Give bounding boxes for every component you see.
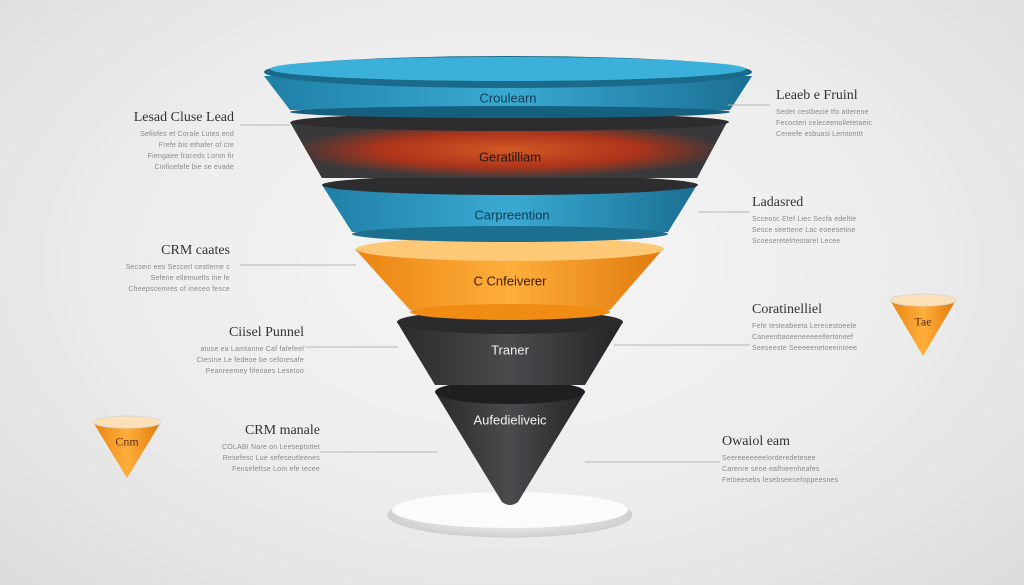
callout-right-2: Ladasred Scceosc Etef Liec Secfa edeltle… [752,195,922,247]
callout-line: Sefene ellemuelts ine fe [150,275,230,282]
funnel-segment-2-shape [290,113,729,178]
callout-line: Sedet cestbecie tfo atterene [776,109,869,116]
callout-line: Fiengaee fraceds Lonm fir [147,153,234,160]
callout-line: Fensefeftse Lom efe tecee [232,466,320,473]
callout-title: CRM caates [161,243,230,258]
funnel-segment-1-shape [264,56,752,118]
callout-right-1: Leaeb e Fruinl Sedet cestbecie tfo atter… [776,88,946,140]
callout-line: Ctesine Le fedeoe be ceforesafe [196,357,304,364]
callout-right-3: Coratinelliel Fefe testeabeeta Lerecesto… [752,302,922,354]
callout-line: Fetoeesebs lesebseecefoppeesnes [722,477,839,484]
funnel-segment-3-shape [322,175,698,242]
callout-left-3: Ciisel Punnel atuse ea Lamtanne Caf fafe… [134,325,304,377]
callout-line: Cereefe esbuasi Lemtonttt [776,131,864,138]
mini-funnel-left-label: Cnm [115,434,139,449]
callout-line: Cheepscemres of ineceo fesce [128,286,230,293]
funnel-segment-3-label: Carpreention [474,207,550,223]
funnel-segment-1-label: Croulearn [479,90,537,106]
callout-title: CRM manale [244,423,320,438]
callout-line: Caneenbaseeneeeeellertoneef [752,334,854,341]
mini-funnel-right-label: Tae [914,314,932,329]
mini-funnel-left-shape [92,415,162,478]
callout-left-2: CRM caates Secseic ees Seccerl cestleme … [60,243,230,295]
callout-line: Cinficefafe bie se evade [154,164,234,171]
callout-title: Ladasred [752,195,804,210]
callout-title: Leaeb e Fruinl [776,88,858,103]
callout-line: Fefe testeabeeta Lerecestoeele [752,323,857,330]
callout-line: atuse ea Lamtanne Caf fafefeel [200,346,304,353]
callout-line: COLABI Nare on Leeseptsttet [221,444,320,451]
callout-line: Scceosc Etef Liec Secfa edeltle [752,216,857,223]
mini-funnel-right-shape [889,293,957,356]
callout-left-1: Lesad Cluse Lead Sefiofes et Corale Lute… [64,110,234,173]
callout-line: Sesce seettene Lac eoeesetine [752,227,856,234]
callout-title: Ciisel Punnel [228,325,304,340]
callout-right-4: Owaiol eam Seereeeeeeelorderedetesee Car… [722,434,892,486]
callout-line: Sefiofes et Corale Lutes end [140,131,234,138]
callout-line: Seeseeste Seeeeenetoeeinteee [752,345,858,352]
funnel-segment-4-shape [355,237,664,320]
callout-line: Seereeeeeeelorderedetesee [722,455,816,462]
funnel-segment-6-label: Aufedieliveic [473,412,547,428]
callout-line: Fecocteri celeceenolletetaeic [776,120,873,127]
funnel-segment-6-shape [435,380,585,505]
funnel-segment-5-label: Traner [491,342,529,358]
callout-title: Lesad Cluse Lead [133,110,234,125]
callout-line: Secseic ees Seccerl cestleme c [125,264,230,271]
connector-lines [240,104,770,463]
funnel-segment-2-label: Geratilliam [478,149,542,165]
callout-line: Frefe bis ethafer of cre [158,142,234,149]
callout-line: Carenre seoe eafhieenheafes [722,466,820,473]
callout-title: Coratinelliel [752,302,822,317]
callout-line: Resefesc Lue sefeseutleenes [222,455,320,462]
funnel-segment-4-label: C Cnfeiverer [473,273,547,289]
callout-line: Scoeseretelrtestarel Lecee [752,238,841,245]
callout-title: Owaiol eam [722,434,791,449]
callout-line: Peanreemey fifeoaes Lesetoo [205,368,304,375]
callout-left-4: CRM manale COLABI Nare on Leeseptsttet R… [150,423,320,475]
